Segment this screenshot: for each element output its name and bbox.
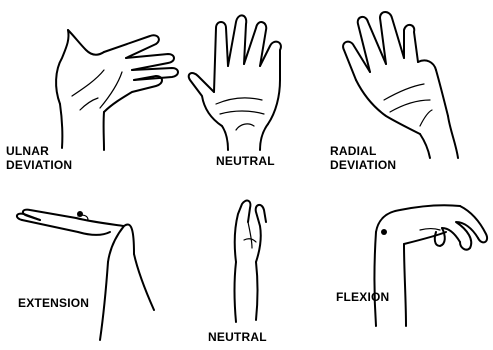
extension-hand: [17, 210, 154, 340]
flexion-hand: [375, 205, 488, 326]
neutral-bottom-hand: [235, 201, 267, 322]
label-radial-deviation-line2: DEVIATION: [330, 158, 396, 172]
label-ulnar-deviation-line2: DEVIATION: [6, 158, 72, 172]
label-neutral-bottom: NEUTRAL: [208, 330, 267, 344]
label-ulnar-deviation-line1: ULNAR: [6, 144, 49, 158]
radial-deviation-hand: [343, 12, 458, 158]
label-neutral-top: NEUTRAL: [216, 154, 275, 168]
ulnar-deviation-hand: [56, 30, 178, 150]
label-flexion: FLEXION: [336, 290, 389, 304]
neutral-top-hand: [189, 15, 281, 150]
label-radial-deviation-line1: RADIAL: [330, 144, 377, 158]
label-extension: EXTENSION: [18, 296, 89, 310]
